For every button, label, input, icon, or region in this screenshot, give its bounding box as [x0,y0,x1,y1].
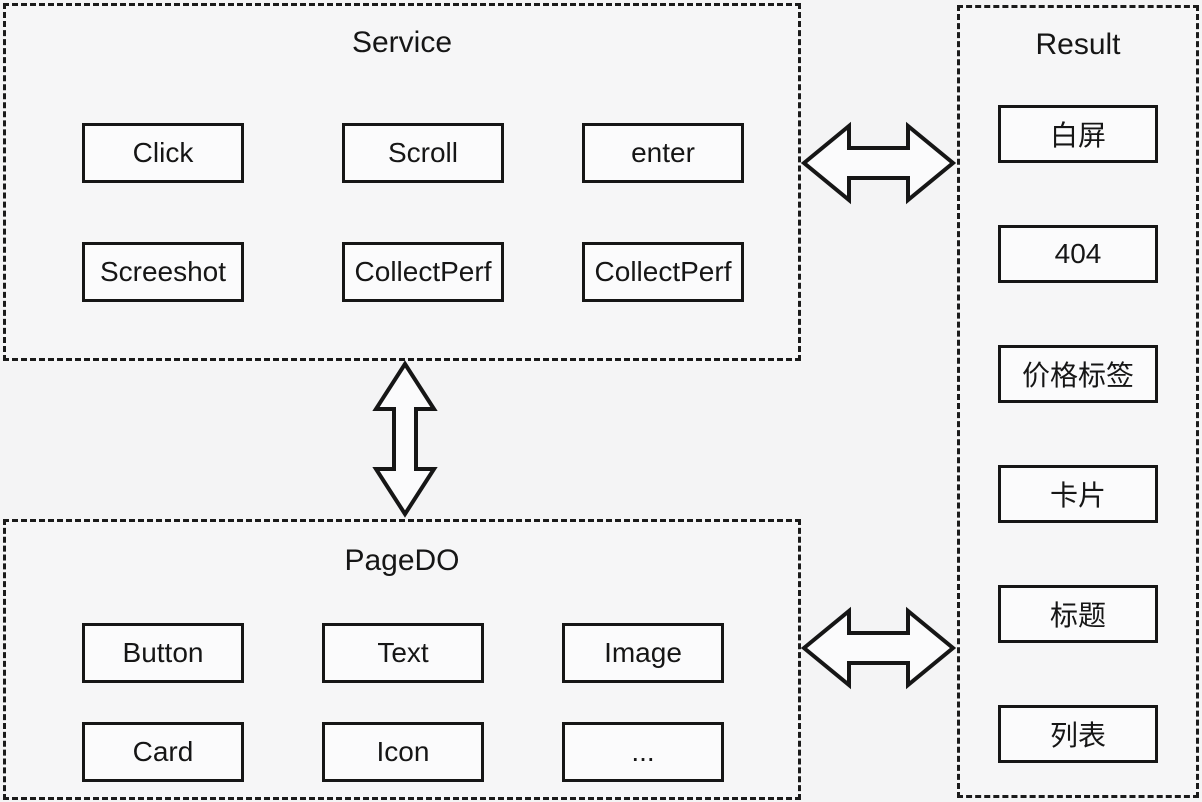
double-arrow-service-pagedo-icon [372,360,438,518]
double-arrow-pagedo-result-icon [800,606,957,690]
service-node-enter: enter [582,123,744,183]
double-arrow-service-result-icon [800,121,957,205]
pagedo-node-image: Image [562,623,724,683]
pagedo-group: PageDO Button Text Image Card Icon ... [3,519,801,800]
result-node-list: 列表 [998,705,1158,763]
service-node-collectperf-2: CollectPerf [582,242,744,302]
result-node-card: 卡片 [998,465,1158,523]
service-node-click: Click [82,123,244,183]
result-group: Result 白屏 404 价格标签 卡片 标题 列表 [957,5,1199,798]
result-node-blank-screen: 白屏 [998,105,1158,163]
service-node-screeshot: Screeshot [82,242,244,302]
pagedo-node-more: ... [562,722,724,782]
service-group: Service Click Scroll enter Screeshot Col… [3,3,801,361]
result-node-price-tag: 价格标签 [998,345,1158,403]
pagedo-node-button: Button [82,623,244,683]
service-node-collectperf-1: CollectPerf [342,242,504,302]
result-node-title: 标题 [998,585,1158,643]
pagedo-title: PageDO [344,544,460,577]
pagedo-node-card: Card [82,722,244,782]
pagedo-node-icon: Icon [322,722,484,782]
result-node-404: 404 [998,225,1158,283]
pagedo-node-text: Text [322,623,484,683]
result-title: Result [1035,28,1121,61]
service-title: Service [351,26,453,59]
service-node-scroll: Scroll [342,123,504,183]
